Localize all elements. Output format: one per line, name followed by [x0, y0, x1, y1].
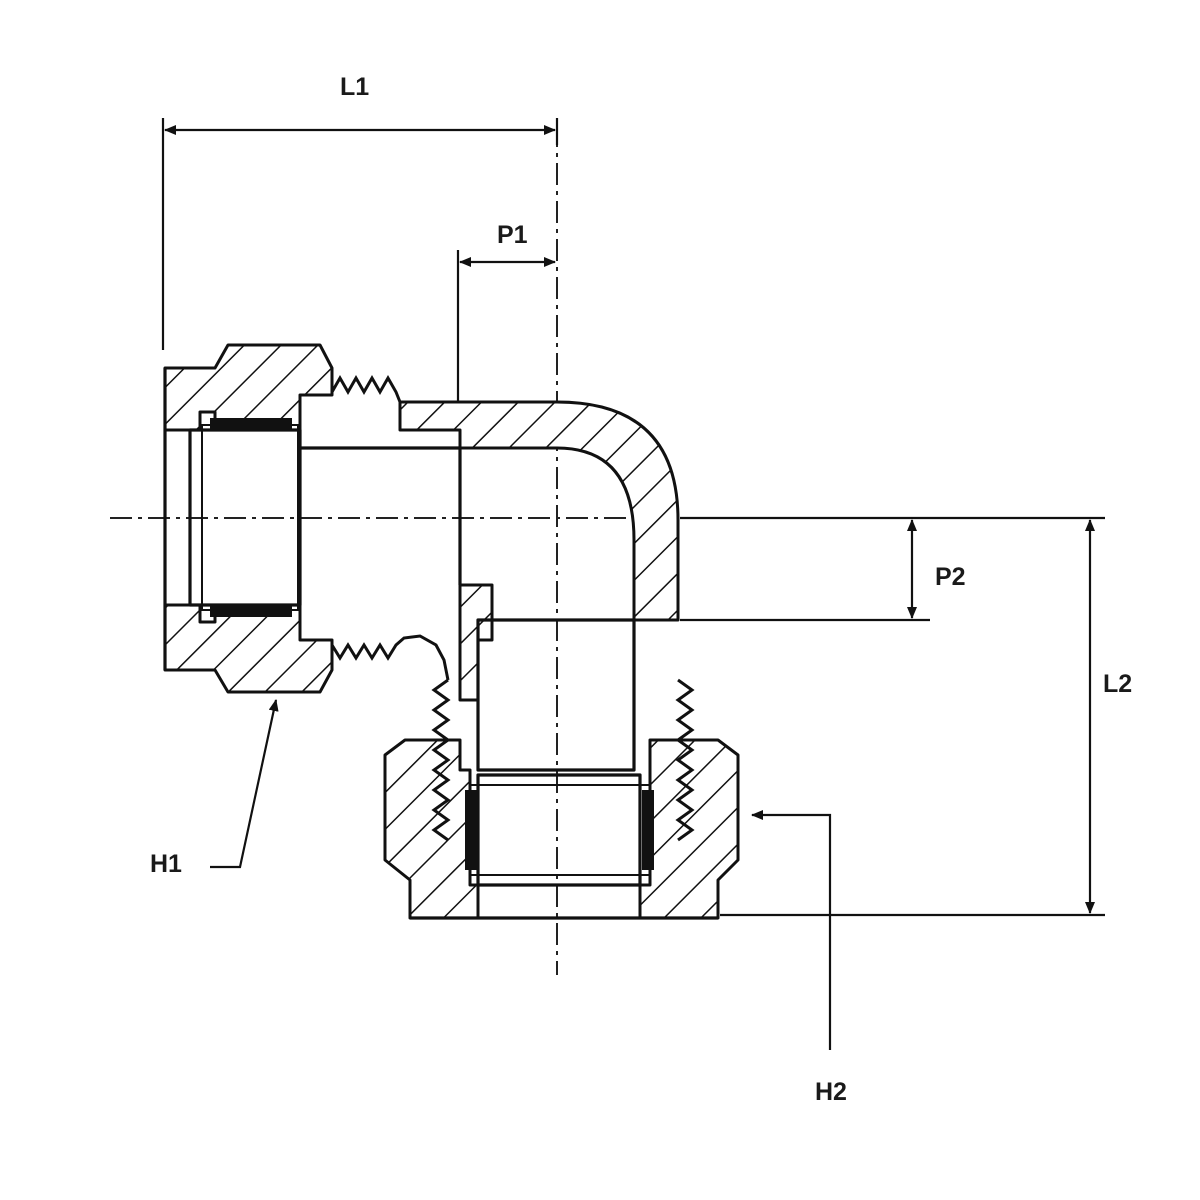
bottom-thread-left: [431, 678, 451, 842]
elbow-outer-wall: [398, 400, 680, 622]
elbow-bore: [300, 446, 462, 585]
bottom-nut-left: [383, 738, 480, 920]
left-seal-bottom: [210, 605, 292, 617]
bottom-ferrule: [469, 784, 651, 876]
left-nut-upper: [163, 343, 334, 432]
bottom-thread-right: [675, 678, 695, 842]
h2-leader: [751, 810, 832, 1050]
left-thread-lower: [330, 634, 450, 681]
left-seal-top: [210, 418, 292, 430]
label-l1: L1: [340, 73, 369, 101]
label-h1: H1: [150, 850, 182, 878]
dimension-labels: L1 P1 P2 L2 H1 H2: [150, 73, 1132, 1106]
left-nut-lower: [163, 603, 334, 694]
elbow-inner-wall: [458, 583, 494, 702]
vertical-bore: [476, 618, 636, 772]
label-p1: P1: [497, 221, 528, 249]
label-p2: P2: [935, 563, 966, 591]
centerlines: [110, 125, 700, 975]
dimensions: [161, 118, 1105, 1050]
left-nut: [163, 343, 450, 694]
label-l2: L2: [1103, 670, 1132, 698]
label-h2: H2: [815, 1078, 847, 1106]
bottom-nut-bore: [476, 773, 642, 887]
left-thread-upper: [330, 374, 402, 403]
bottom-seal-left: [465, 790, 477, 870]
elbow-body: [300, 400, 680, 772]
h1-leader: [210, 699, 279, 869]
bottom-nut: [383, 678, 740, 920]
bottom-seal-right: [642, 790, 654, 870]
